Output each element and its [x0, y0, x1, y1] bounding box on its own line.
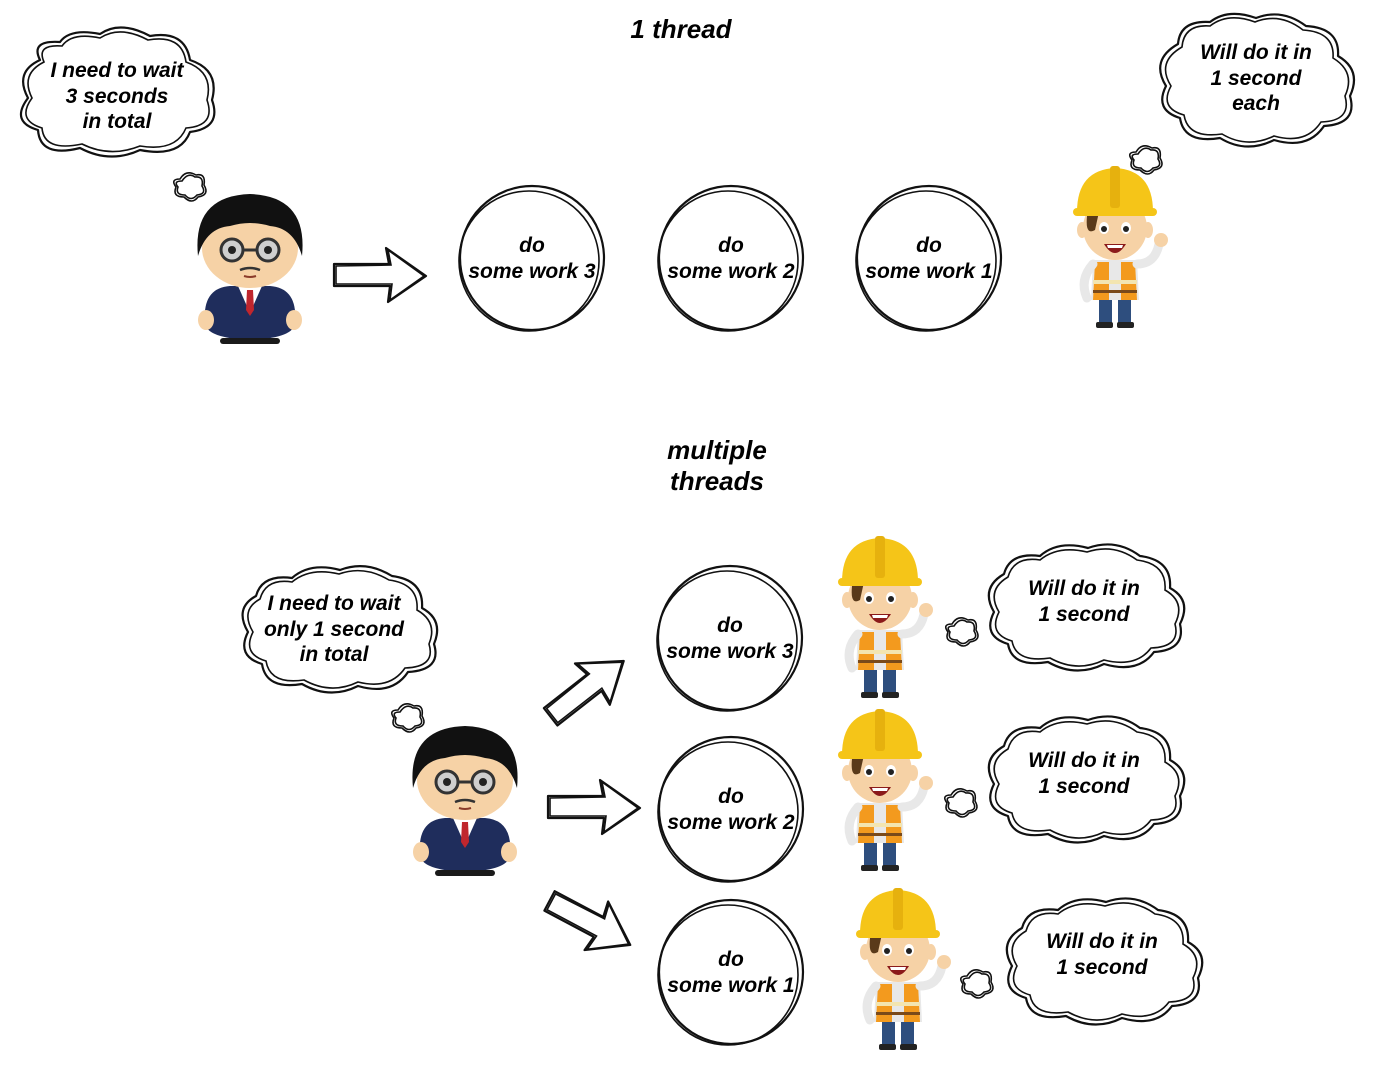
worker-thought-line-1: Will do it in — [1028, 749, 1140, 772]
worker-thought-cloud-2: Will do it in 1 second — [987, 715, 1186, 844]
task-line-2: some work 1 — [667, 974, 794, 997]
task-line-2: some work 3 — [468, 260, 596, 283]
single-task-1: do some work 1 — [855, 184, 1003, 332]
thought-cloud-icon — [1005, 897, 1204, 1026]
thought-cloud-icon — [241, 565, 439, 694]
thought-puff-icon — [943, 787, 978, 818]
thought-puff-icon — [944, 616, 979, 647]
worker-thought-cloud-1: Will do it in 1 second — [987, 543, 1186, 672]
hollow-arrow-icon — [546, 778, 642, 836]
thought-puff-icon — [1128, 144, 1163, 175]
task-line-1: do — [519, 234, 545, 257]
boss-thought-line-3: in total — [300, 643, 370, 666]
worker-thought-line-2: 1 second — [1210, 67, 1302, 90]
hollow-arrow-icon — [332, 246, 428, 304]
boss-thought-cloud-multi: I need to wait only 1 second in total — [241, 565, 439, 694]
task-line-1: do — [916, 234, 942, 257]
thought-puff-icon — [959, 968, 994, 999]
task-line-1: do — [718, 948, 744, 971]
worker-thought-line-2: 1 second — [1038, 603, 1130, 626]
worker-thought-line-2: 1 second — [1056, 956, 1148, 979]
thought-puff-icon — [172, 171, 207, 202]
hollow-arrow-down-icon — [535, 875, 645, 970]
multi-task-2: do some work 2 — [657, 735, 805, 883]
single-task-3: do some work 3 — [458, 184, 606, 332]
worker-character-icon — [838, 709, 933, 871]
worker-character-icon — [856, 888, 951, 1050]
worker-thought-line-1: Will do it in — [1200, 41, 1312, 64]
single-task-2: do some work 2 — [657, 184, 805, 332]
thought-cloud-icon — [987, 543, 1186, 672]
worker-thought-cloud: Will do it in 1 second each — [1159, 12, 1356, 148]
worker-character-icon — [838, 536, 933, 698]
task-line-1: do — [718, 785, 744, 808]
multi-thread-title-line-1: multiple — [667, 435, 767, 465]
worker-character-icon — [1073, 166, 1168, 328]
task-line-2: some work 2 — [667, 811, 795, 834]
worker-thought-line-2: 1 second — [1038, 775, 1130, 798]
boss-thought-line-3: in total — [83, 110, 153, 133]
single-thread-title: 1 thread — [630, 14, 732, 44]
worker-thought-line-1: Will do it in — [1028, 577, 1140, 600]
worker-thought-line-1: Will do it in — [1046, 930, 1158, 953]
task-line-1: do — [718, 234, 744, 257]
multi-thread-title-line-2: threads — [670, 466, 764, 496]
hollow-arrow-up-icon — [532, 637, 641, 740]
boss-character-icon — [410, 724, 520, 878]
boss-thought-line-2: 3 seconds — [66, 85, 169, 108]
task-line-2: some work 3 — [666, 640, 794, 663]
boss-thought-line-1: I need to wait — [50, 59, 184, 82]
thought-cloud-icon — [1159, 12, 1356, 148]
task-line-1: do — [717, 614, 743, 637]
boss-thought-line-1: I need to wait — [267, 592, 401, 615]
thought-cloud-icon — [987, 715, 1186, 844]
worker-thought-line-3: each — [1232, 92, 1280, 115]
thought-puff-icon — [390, 702, 425, 733]
boss-thought-cloud: I need to wait 3 seconds in total — [19, 26, 216, 158]
worker-thought-cloud-3: Will do it in 1 second — [1005, 897, 1204, 1026]
task-line-2: some work 2 — [667, 260, 795, 283]
multi-task-3: do some work 3 — [656, 564, 804, 712]
thought-cloud-icon — [19, 26, 216, 158]
multi-task-1: do some work 1 — [657, 898, 805, 1046]
task-line-2: some work 1 — [865, 260, 992, 283]
boss-thought-line-2: only 1 second — [264, 618, 405, 641]
boss-character-icon — [195, 192, 305, 346]
